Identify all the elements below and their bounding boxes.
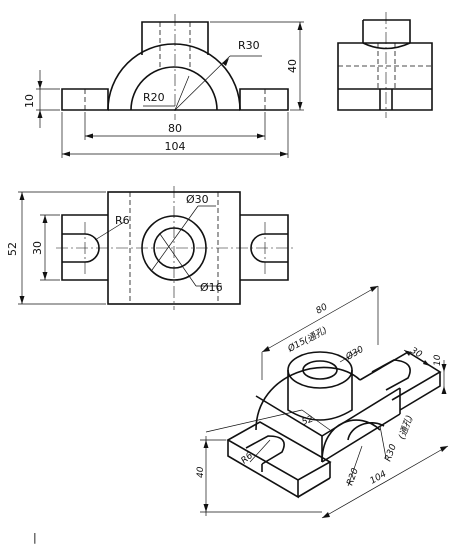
front-view: R30 R20 10 40 80 104: [23, 14, 304, 158]
top-d16-label: Ø16: [200, 281, 223, 294]
front-h10-label: 10: [23, 94, 36, 108]
front-h40-label: 40: [286, 59, 299, 73]
iso-h10-label: 10: [433, 354, 443, 366]
iso-d52-label: 52: [301, 414, 315, 427]
top-h52-label: 52: [6, 242, 19, 256]
front-r30-label: R30: [238, 39, 260, 52]
iso-through-label: (通孔): [302, 325, 329, 347]
footer-mark: |: [33, 531, 37, 544]
isometric-view: 80 Ø15 (通孔) Ø30 30 10 52 R6 40: [196, 285, 449, 519]
front-r20-label: R20: [143, 91, 165, 104]
top-h30-label: 30: [31, 241, 44, 255]
side-view: [337, 12, 433, 118]
front-w104-label: 104: [165, 140, 186, 153]
iso-r20-label: R20: [345, 467, 361, 487]
iso-through2-label: (通孔): [396, 414, 415, 441]
iso-r30-label: R30: [383, 443, 399, 463]
top-d30-label: Ø30: [186, 193, 209, 206]
iso-w104-label: 104: [369, 469, 389, 486]
top-view: Ø30 Ø16 R6 52 30: [6, 186, 294, 310]
top-r6-label: R6: [115, 214, 130, 227]
iso-h40-label: 40: [196, 466, 206, 478]
iso-w30-label: 30: [409, 346, 424, 361]
front-w80-label: 80: [168, 122, 182, 135]
